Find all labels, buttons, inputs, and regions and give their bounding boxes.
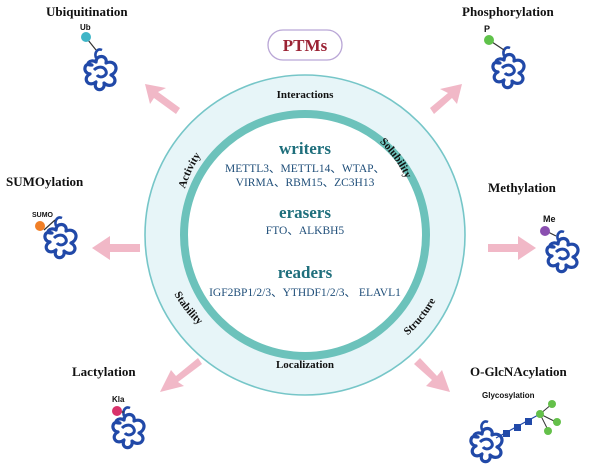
protein-icon <box>545 229 580 274</box>
arrow-icon <box>488 236 536 260</box>
phosphate-tag-icon <box>484 35 494 45</box>
ptms-pill <box>267 29 343 61</box>
inner-ring <box>180 110 430 360</box>
protein-icon <box>469 419 504 464</box>
arrow-icon <box>430 84 462 114</box>
glycan-chain-icon <box>495 400 561 439</box>
lactyl-tag-icon <box>112 406 122 416</box>
modification-phosphorylation: Phosphorylation <box>462 4 555 19</box>
tag-p: P <box>484 24 490 34</box>
arrow-icon <box>414 358 450 392</box>
readers-line-1: IGF2BP1/2/3、YTHDF1/2/3、 ELAVL1 <box>209 287 401 299</box>
methyl-tag-icon <box>540 226 550 236</box>
modification-methylation: Methylation <box>488 180 557 195</box>
protein-icon <box>83 47 118 92</box>
ring-label-interactions: Interactions <box>277 89 335 101</box>
tag-kla: Kla <box>112 395 125 404</box>
arrows <box>92 84 536 392</box>
ptms-title: PTMs <box>283 36 328 55</box>
modification-lactylation: Lactylation <box>72 364 136 379</box>
ring-label-localization: Localization <box>276 359 334 371</box>
modification-ubiquitination: Ubiquitination <box>46 4 128 19</box>
writers-line-1: METTL3、METTL14、WTAP、 <box>225 163 385 175</box>
tag-ub: Ub <box>80 23 91 32</box>
arrow-icon <box>92 236 140 260</box>
modification-sumoylation: SUMOylation <box>6 174 84 189</box>
ub-tag-icon <box>81 32 91 42</box>
tag-glycosylation: Glycosylation <box>482 391 535 400</box>
readers-title: readers <box>278 263 333 282</box>
modification-o-glcnacylation: O-GlcNAcylation <box>470 364 568 379</box>
erasers-title: erasers <box>279 203 331 222</box>
protein-icon <box>43 215 78 260</box>
erasers-line-1: FTO、ALKBH5 <box>266 225 345 237</box>
tag-me: Me <box>543 214 556 224</box>
writers-line-2: VIRMA、RBM15、ZC3H13 <box>236 177 375 189</box>
arrow-icon <box>160 358 202 392</box>
tag-sumo: SUMO <box>32 212 54 219</box>
sumo-tag-icon <box>35 221 45 231</box>
protein-icon <box>491 45 526 90</box>
arrow-icon <box>145 84 180 114</box>
writers-title: writers <box>279 139 331 158</box>
